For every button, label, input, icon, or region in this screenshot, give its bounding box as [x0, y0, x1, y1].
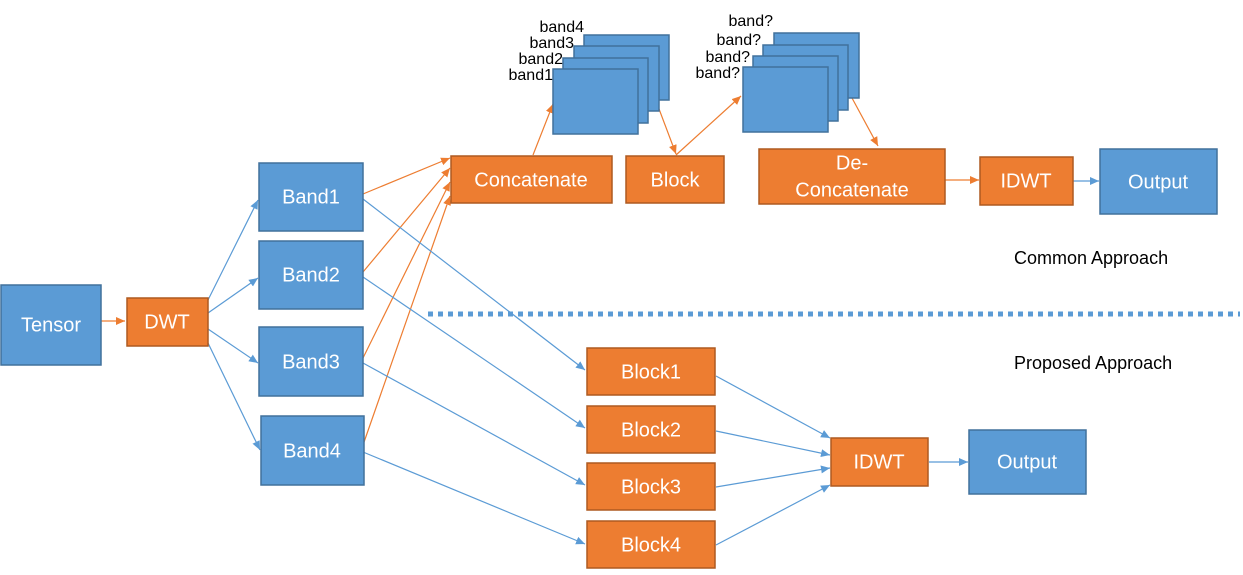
node-dwt: DWT: [126, 297, 209, 347]
node-de-concatenate: De- Concatenate: [758, 148, 946, 205]
node-concatenate-label: Concatenate: [474, 169, 587, 191]
node-de-concatenate-label-line1: De-: [836, 152, 868, 174]
edge-band2-block2: [362, 276, 586, 429]
edge-dwt-band2: [207, 277, 259, 314]
stack-processed-layer: [742, 66, 829, 133]
stack-concatenated-label: band1: [509, 67, 554, 84]
node-band2: Band2: [258, 240, 364, 310]
caption-common-approach: Common Approach: [1014, 248, 1168, 268]
node-block3-label: Block3: [621, 476, 681, 498]
edge-dwt-band3: [207, 328, 259, 364]
caption-proposed-approach: Proposed Approach: [1014, 353, 1172, 373]
node-block1: Block1: [586, 347, 716, 396]
node-tensor-label: Tensor: [21, 314, 81, 336]
node-block: Block: [625, 155, 725, 204]
stack-concatenated-layer: [552, 68, 639, 135]
node-band4-label: Band4: [283, 440, 341, 462]
edge-block-stack: [675, 95, 742, 156]
node-de-concatenate-label-line2: Concatenate: [795, 179, 908, 201]
edge-block3-idwt: [715, 465, 831, 488]
node-idwt-common: IDWT: [979, 156, 1074, 206]
node-output-proposed: Output: [968, 429, 1087, 495]
edge-block1-idwt: [715, 375, 831, 439]
node-block4: Block4: [586, 520, 716, 569]
edge-band1-block1: [362, 198, 586, 371]
node-block1-label: Block1: [621, 361, 681, 383]
stack-concatenated-label: band4: [540, 19, 585, 36]
node-block4-label: Block4: [621, 534, 681, 556]
stack-concatenated-label: band2: [519, 51, 564, 68]
node-block2-label: Block2: [621, 419, 681, 441]
stack-concatenated-label: band3: [530, 35, 575, 52]
edge-band3-block3: [362, 362, 586, 486]
node-band4: Band4: [260, 415, 365, 486]
stack-concatenated: band4 band3 band2 band1: [509, 19, 670, 135]
node-idwt-proposed-label: IDWT: [853, 451, 904, 473]
node-dwt-label: DWT: [144, 311, 190, 333]
edge-block4-idwt: [715, 484, 831, 546]
node-band2-label: Band2: [282, 264, 340, 286]
stack-processed: band? band? band? band?: [696, 13, 860, 133]
edge-band1-concatenate: [362, 157, 451, 195]
node-band1-label: Band1: [282, 186, 340, 208]
edge-dwt-band4: [207, 342, 261, 451]
edge-band4-concatenate: [362, 195, 451, 446]
stack-processed-label: band?: [729, 13, 774, 30]
node-idwt-proposed: IDWT: [830, 437, 929, 487]
node-block2: Block2: [586, 405, 716, 454]
node-output-common-label: Output: [1128, 171, 1188, 193]
edge-band2-concatenate: [362, 167, 451, 273]
node-idwt-common-label: IDWT: [1000, 170, 1051, 192]
node-band3-label: Band3: [282, 351, 340, 373]
edge-dwt-band1: [207, 199, 259, 301]
edge-concatenate-stack: [532, 103, 554, 156]
edge-band3-concatenate: [362, 181, 451, 359]
node-output-common: Output: [1099, 148, 1218, 215]
edge-stack-deconcatenate: [851, 97, 879, 147]
node-block3: Block3: [586, 462, 716, 511]
node-output-proposed-label: Output: [997, 451, 1057, 473]
stack-processed-label: band?: [706, 49, 751, 66]
node-concatenate: Concatenate: [450, 155, 613, 204]
node-block-label: Block: [651, 169, 701, 191]
stack-processed-label: band?: [696, 65, 741, 82]
node-band3: Band3: [258, 326, 364, 397]
node-tensor: Tensor: [0, 284, 102, 366]
edge-band4-block4: [362, 451, 586, 545]
edge-block2-idwt: [715, 430, 831, 458]
stack-processed-label: band?: [717, 32, 762, 49]
node-band1: Band1: [258, 162, 364, 232]
